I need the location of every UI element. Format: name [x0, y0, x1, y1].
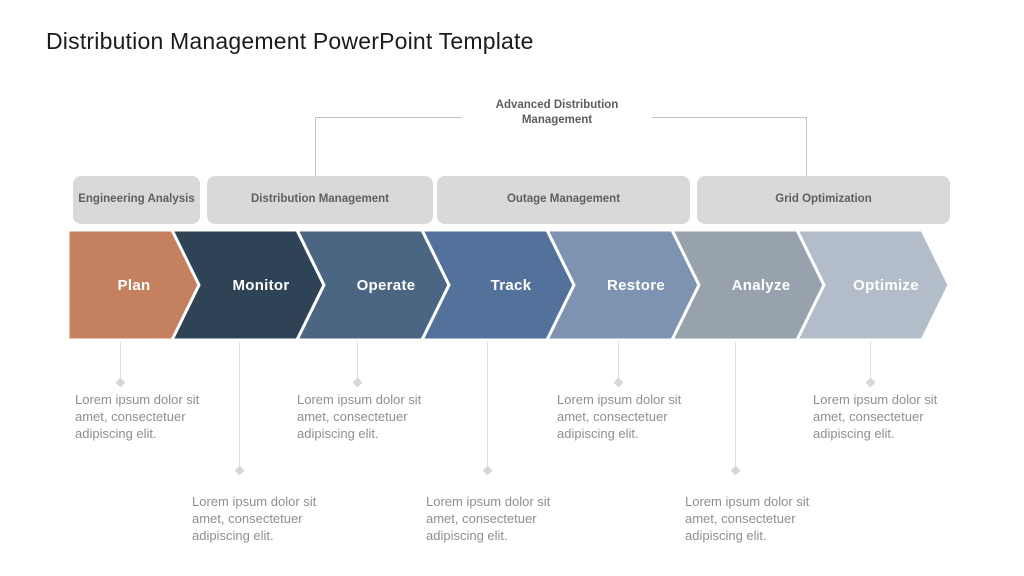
- desc-restore[interactable]: Lorem ipsum dolor sit amet, consectetuer…: [557, 392, 682, 442]
- chevron-label-monitor: Monitor: [232, 277, 289, 294]
- chevron-label-plan: Plan: [118, 277, 151, 294]
- drop-line-operate: [357, 341, 358, 381]
- drop-diamond-monitor: [234, 465, 245, 476]
- drop-line-track: [487, 341, 488, 469]
- bracket-left-drop-line: [315, 117, 316, 177]
- drop-diamond-operate: [352, 377, 363, 388]
- chevron-label-analyze: Analyze: [732, 277, 791, 294]
- bracket-right-drop-line: [806, 117, 807, 177]
- drop-diamond-analyze: [730, 465, 741, 476]
- bracket-label[interactable]: Advanced Distribution Management: [462, 96, 652, 130]
- tab-label: Distribution Management: [250, 193, 389, 206]
- drop-diamond-track: [482, 465, 493, 476]
- tab-label: Engineering Analysis: [78, 193, 195, 206]
- tab-engineering-analysis[interactable]: Engineering Analysis: [73, 176, 200, 224]
- drop-line-plan: [120, 341, 121, 381]
- desc-analyze[interactable]: Lorem ipsum dolor sit amet, consectetuer…: [685, 494, 810, 544]
- drop-line-monitor: [239, 341, 240, 469]
- drop-line-optimize: [870, 341, 871, 381]
- drop-line-analyze: [735, 341, 736, 469]
- chevron-label-restore: Restore: [607, 277, 665, 294]
- drop-diamond-plan: [115, 377, 126, 388]
- drop-diamond-restore: [613, 377, 624, 388]
- desc-operate[interactable]: Lorem ipsum dolor sit amet, consectetuer…: [297, 392, 422, 442]
- desc-track[interactable]: Lorem ipsum dolor sit amet, consectetuer…: [426, 494, 551, 544]
- desc-monitor[interactable]: Lorem ipsum dolor sit amet, consectetuer…: [192, 494, 317, 544]
- desc-optimize[interactable]: Lorem ipsum dolor sit amet, consectetuer…: [813, 392, 938, 442]
- chevron-label-track: Track: [491, 277, 532, 294]
- chevron-optimize[interactable]: [794, 228, 951, 342]
- chevron-label-optimize: Optimize: [853, 277, 919, 294]
- tab-label: Grid Optimization: [775, 193, 872, 206]
- drop-diamond-optimize: [865, 377, 876, 388]
- tab-grid-optimization[interactable]: Grid Optimization: [697, 176, 950, 224]
- slide-title: Distribution Management PowerPoint Templ…: [46, 28, 534, 54]
- chevron-label-operate: Operate: [357, 277, 416, 294]
- drop-line-restore: [618, 341, 619, 381]
- desc-plan[interactable]: Lorem ipsum dolor sit amet, consectetuer…: [75, 392, 200, 442]
- tab-outage-management[interactable]: Outage Management: [437, 176, 690, 224]
- tab-label: Outage Management: [506, 193, 621, 206]
- tab-distribution-management[interactable]: Distribution Management: [207, 176, 433, 224]
- process-arrow-band: Plan Monitor Operate Track Restore Analy…: [66, 228, 951, 342]
